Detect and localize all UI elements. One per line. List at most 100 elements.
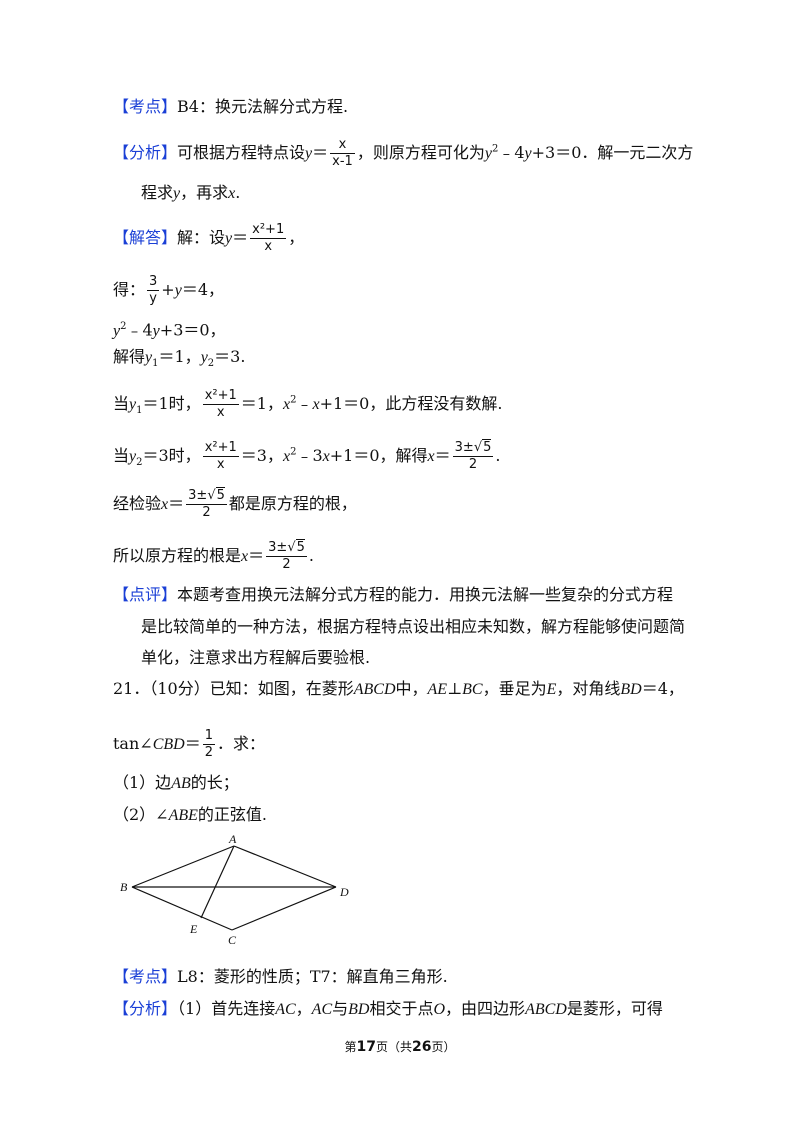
text: 可根据方程特点设 <box>177 143 306 162</box>
text: ＝ <box>434 446 451 465</box>
footer-text: 页） <box>431 1040 456 1054</box>
var-y: y <box>174 282 182 299</box>
text: 相交于点 <box>369 999 434 1018</box>
subscript: 1 <box>152 358 159 370</box>
var-o: O <box>433 1001 446 1018</box>
edge-ad <box>233 845 337 888</box>
text: 当 <box>113 446 130 465</box>
var-x: x <box>427 448 435 465</box>
frac-num: 1 <box>202 728 215 745</box>
text: 解得 <box>113 347 146 366</box>
text: ＝ <box>248 546 265 565</box>
text: . <box>308 546 314 565</box>
text: 本题考查用换元法解分式方程的能力．用换元法解一些复杂的分式方程 <box>177 585 674 604</box>
text: ﹣ <box>296 394 313 413</box>
text: 解：设 <box>177 228 226 247</box>
text: ，再求 <box>180 183 229 202</box>
label-a: A <box>228 832 237 846</box>
frac-den: 2 <box>202 505 211 520</box>
var-y: y <box>305 145 313 162</box>
var-bc: BC <box>462 681 483 698</box>
frac-num: 3±√5 <box>186 487 227 505</box>
text: ＝1时， <box>142 394 201 413</box>
tag-dianping: 【点评】 <box>113 585 178 604</box>
var-x: x <box>282 396 291 413</box>
text: . <box>235 183 241 202</box>
page-number: 17 <box>356 1039 376 1055</box>
text: 是比较简单的一种方法，根据方程特点设出相应未知数，解方程能够使问题简 <box>141 617 686 636</box>
radicand: 5 <box>215 487 225 503</box>
subscript: 1 <box>136 405 143 417</box>
frac-num: 3 <box>147 274 160 291</box>
text: +3＝0， <box>159 320 226 340</box>
text: ＝ <box>184 734 201 753</box>
frac-num: x²+1 <box>202 440 239 457</box>
footer-text: 第 <box>344 1040 357 1054</box>
var-abcd: ABCD <box>353 681 396 698</box>
kaodian-line-1: 【考点】B4：换元法解分式方程. <box>113 96 348 118</box>
text: +1＝0，解得 <box>329 446 428 465</box>
frac-den: x <box>216 405 225 420</box>
var-abcd: ABCD <box>525 1001 567 1018</box>
text: 经检验 <box>113 494 162 513</box>
frac-den: 2 <box>204 745 213 760</box>
text: . <box>495 446 501 465</box>
tag-fenxi: 【分析】 <box>113 143 178 162</box>
rhombus-figure: A B D E C <box>120 832 349 947</box>
text: （2）∠ <box>113 805 169 824</box>
edge-ba <box>131 845 235 888</box>
edge-cb <box>131 886 233 931</box>
text: 是菱形，可得 <box>566 999 663 1018</box>
text: L8：菱形的性质；T7：解直角三角形. <box>177 967 448 986</box>
tag-kaodian: 【考点】 <box>113 967 178 986</box>
frac-den: x <box>216 457 225 472</box>
var-abe: ABE <box>168 807 198 824</box>
var-x: x <box>312 396 320 413</box>
text: ，由四边形 <box>445 999 526 1018</box>
var-x: x <box>161 496 169 513</box>
var-x: x <box>282 448 291 465</box>
num-part: 3± <box>188 488 208 503</box>
var-ac: AC <box>275 1001 296 1018</box>
num-part: 3± <box>454 440 474 455</box>
frac-num: x²+1 <box>202 388 239 405</box>
frac-num: 3±√5 <box>452 439 494 457</box>
text: 中， <box>395 679 428 698</box>
text: 单化，注意求出方程解后要验根. <box>141 648 371 667</box>
kaodian-text: B4：换元法解分式方程. <box>177 97 349 116</box>
text: ＝3时， <box>142 446 201 465</box>
label-b: B <box>120 880 128 894</box>
var-y: y <box>129 396 137 413</box>
text: ＝4， <box>641 679 684 698</box>
exponent: 2 <box>290 446 297 458</box>
text: 都是原方程的根， <box>228 494 357 513</box>
edge-dc <box>231 886 337 931</box>
var-bd: BD <box>348 1001 370 1018</box>
text: ， <box>288 228 305 247</box>
var-ab: AB <box>171 775 191 792</box>
text: 的正弦值. <box>197 805 268 824</box>
dianping-line-2: 是比较简单的一种方法，根据方程特点设出相应未知数，解方程能够使问题简 <box>141 616 685 638</box>
text: 所以原方程的根是 <box>113 546 242 565</box>
text: ﹣4 <box>498 143 525 162</box>
frac-den: y <box>149 291 157 306</box>
text: ＝ <box>168 494 185 513</box>
exponent: 2 <box>491 143 499 155</box>
frac-den: 2 <box>468 457 478 472</box>
page-footer: 第17页（共26页） <box>0 1038 800 1055</box>
var-y: y <box>152 322 160 340</box>
text: 当 <box>113 394 130 413</box>
text: ，对角线 <box>556 679 621 698</box>
text: ， <box>295 999 312 1018</box>
var-x: x <box>241 548 249 565</box>
dianping-line-1: 【点评】本题考查用换元法解分式方程的能力．用换元法解一些复杂的分式方程 <box>113 584 673 606</box>
